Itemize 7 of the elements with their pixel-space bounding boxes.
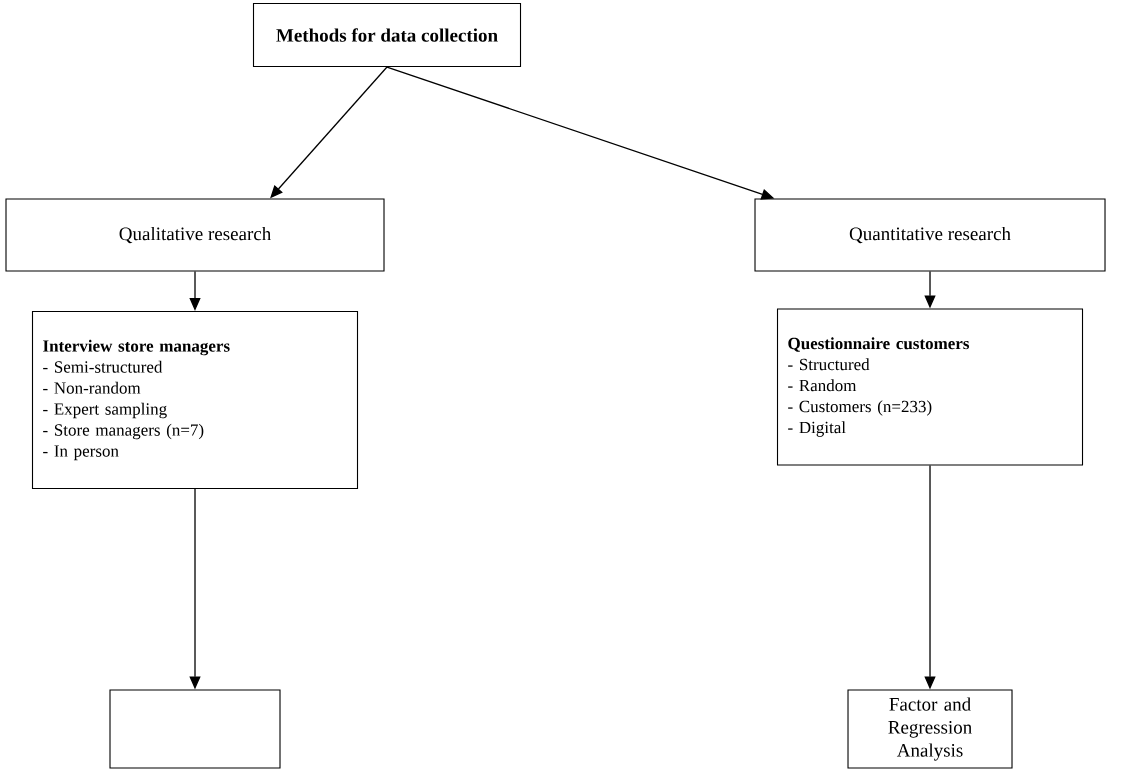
text-box: Interview store managers - Semi-structured - Non-random - Expert sampling - Store managers (n=7) - In person (31, 310, 359, 490)
text-box: Factor and Regression Analysis (847, 689, 1013, 769)
text-box: Qualitative research (5, 198, 385, 272)
text-box: Questionnaire customers - Structured - Random - Customers (n=233) - Digital (776, 308, 1084, 466)
text-box: Quantitative research (754, 198, 1106, 272)
title-box: Methods for data collection (252, 2, 522, 68)
empty-box (109, 689, 281, 769)
